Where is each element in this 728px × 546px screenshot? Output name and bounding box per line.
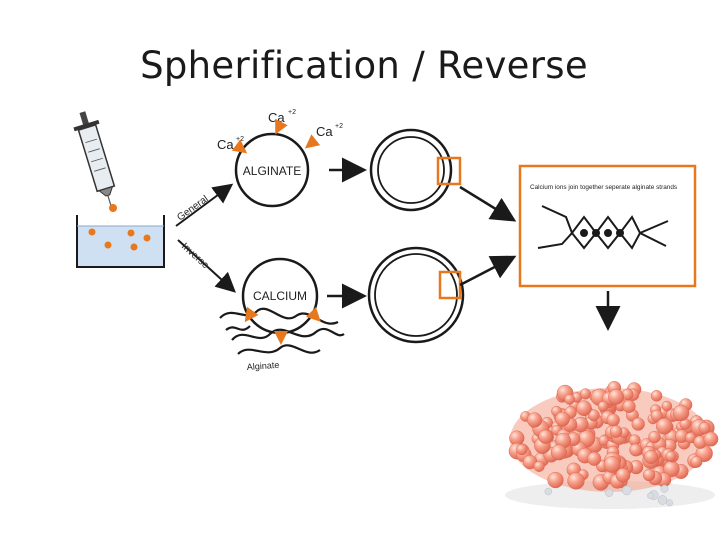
alginate-circle: ALGINATE [234, 132, 310, 208]
caviar-bead [526, 412, 543, 428]
falling-droplet [109, 204, 117, 212]
calcium-ion-node [580, 229, 588, 237]
general-sphere [369, 128, 462, 212]
caviar-bead [597, 400, 609, 412]
bath-droplet [130, 243, 138, 251]
clear-bead [660, 484, 669, 493]
calcium-ion-node [604, 229, 612, 237]
caviar-bead [587, 451, 602, 466]
svg-text:+2: +2 [335, 123, 343, 130]
caviar-bead [642, 468, 656, 482]
caviar-bead [665, 450, 677, 462]
caviar-bead [672, 404, 690, 422]
calcium-ion-right: Ca +2 [316, 123, 343, 139]
bath-droplet [88, 228, 96, 236]
clear-bead [605, 488, 614, 497]
bath-droplet [143, 234, 151, 242]
inverse-arrow [177, 239, 236, 293]
caviar-bead [698, 421, 711, 434]
caviar-bead [567, 472, 585, 490]
clear-bead [666, 499, 674, 507]
clear-bead [544, 487, 553, 496]
caviar-bead [608, 388, 624, 405]
caviar-bead [629, 443, 643, 457]
caviar-bead [703, 431, 719, 447]
caviar-bead [550, 444, 567, 461]
caviar-bead [650, 409, 663, 422]
bath-droplet [127, 229, 135, 237]
caviar-bead [538, 429, 553, 444]
detail-caption: Calcium ions join together seperate algi… [530, 184, 677, 191]
calcium-ion-left: Ca +2 [217, 136, 244, 152]
inverse-label: Inverse [179, 241, 211, 271]
inverse-sphere [367, 246, 465, 344]
caviar-bead [615, 467, 631, 483]
slide-title: Spherification / Reverse [140, 44, 588, 87]
svg-text:+2: +2 [236, 136, 244, 143]
svg-text:+2: +2 [288, 109, 296, 116]
caviar-bead [516, 443, 528, 456]
clear-bead [647, 492, 654, 500]
bath-droplet [104, 241, 112, 249]
alginate-strand-label: Alginate [246, 360, 279, 372]
calcium-circle: CALCIUM [241, 257, 319, 335]
caviar-bead [656, 417, 673, 435]
sphere-membrane-highlight [436, 156, 462, 186]
calcium-ion-node [592, 229, 600, 237]
alginate-circle-label: ALGINATE [243, 164, 301, 178]
caviar-bead [603, 455, 621, 473]
caviar-bead [606, 413, 620, 427]
general-to-detail-arrow [459, 185, 517, 222]
svg-text:Ca: Ca [316, 124, 333, 139]
caviar-bead [609, 425, 623, 438]
calcium-circle-label: CALCIUM [253, 289, 307, 303]
calcium-ion-top: Ca +2 [268, 109, 296, 125]
svg-text:Ca: Ca [217, 137, 234, 152]
caviar-bead [648, 430, 661, 444]
caviar-bead [631, 417, 645, 431]
syringe-icon [73, 111, 116, 207]
clear-bead [657, 495, 668, 505]
svg-text:Ca: Ca [268, 110, 285, 125]
caviar-bead [576, 400, 592, 417]
caviar-bead [622, 399, 636, 414]
caviar-bead [690, 455, 703, 468]
crosslink-detail-box: Calcium ions join together seperate algi… [518, 164, 697, 288]
general-label: General [175, 194, 210, 224]
clear-bead [621, 485, 632, 496]
caviar-bead [650, 390, 663, 402]
inverse-to-detail-arrow [459, 255, 517, 287]
calcium-release-arrows [244, 306, 321, 345]
bath-container [76, 215, 165, 268]
caviar-bead [661, 400, 673, 412]
spherified-caviar-image [505, 380, 719, 509]
caviar-bead [564, 394, 575, 405]
calcium-ion-node [616, 229, 624, 237]
caviar-bead [533, 460, 545, 472]
caviar-bead [579, 388, 591, 400]
caviar-bead [555, 411, 570, 427]
general-arrow [175, 183, 234, 227]
caviar-bead [587, 409, 600, 422]
alginate-crosslink [537, 205, 669, 250]
caviar-bead [644, 450, 659, 465]
caviar-bead [547, 472, 564, 489]
